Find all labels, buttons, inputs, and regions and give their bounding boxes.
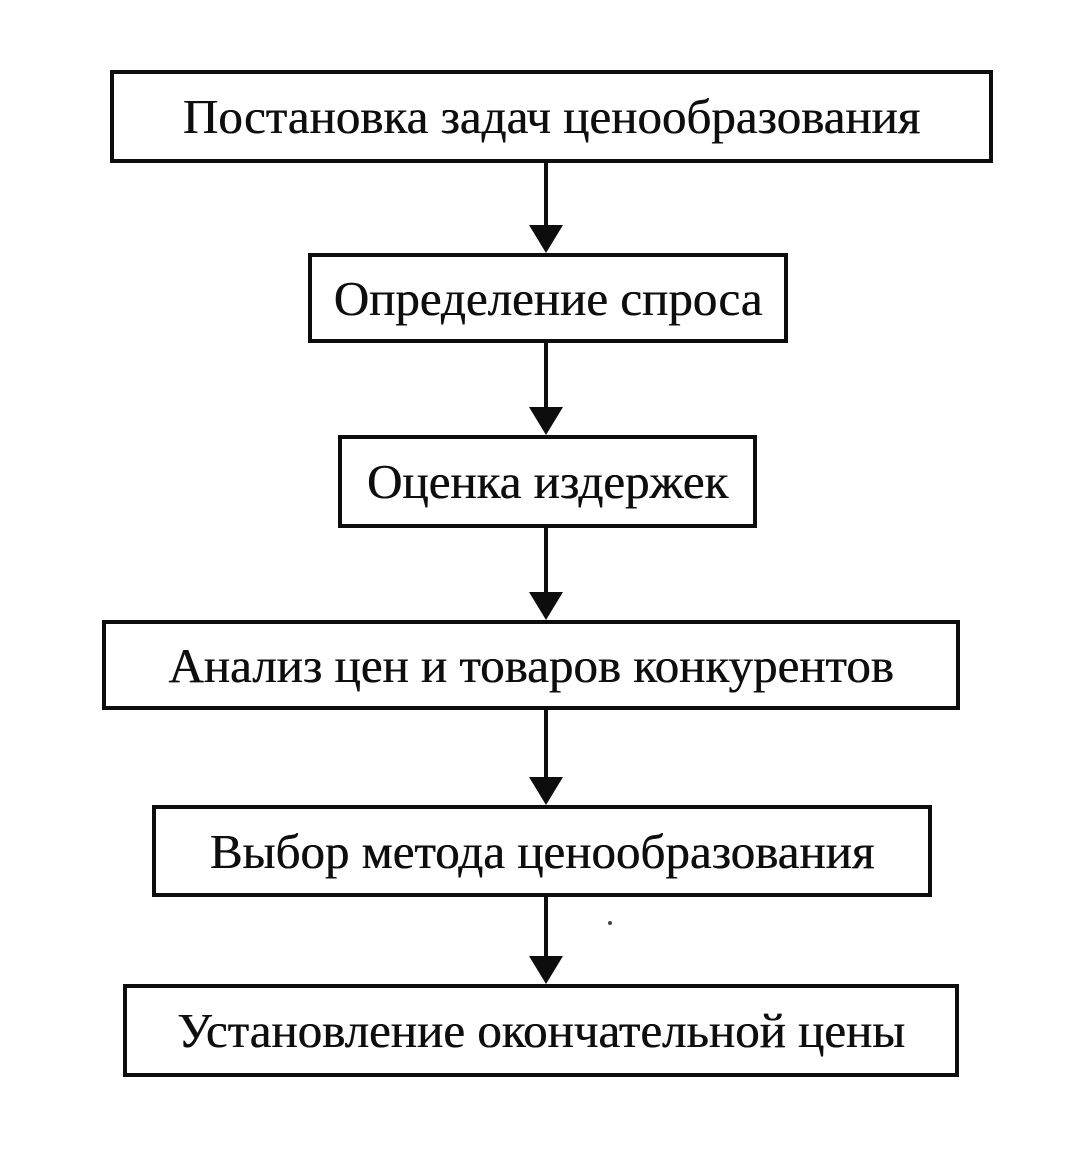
arrow-shaft: [544, 528, 548, 596]
arrow-down-icon: [529, 956, 563, 984]
arrow-shaft: [544, 343, 548, 411]
flow-step-label: Оценка издержек: [366, 454, 729, 509]
flow-step-demand-determination: Определение спроса: [308, 253, 788, 343]
arrow-shaft: [544, 897, 548, 960]
arrow-down-icon: [529, 592, 563, 620]
flow-step-final-price-setting: Установление окончательной цены: [123, 984, 959, 1077]
flow-step-set-pricing-tasks: Постановка задач ценообразования: [110, 70, 993, 163]
flow-step-label: Постановка задач ценообразования: [182, 89, 921, 144]
flow-arrow-3: [528, 528, 564, 620]
flow-arrow-1: [528, 163, 564, 253]
arrow-down-icon: [529, 225, 563, 253]
flow-arrow-4: [528, 710, 564, 805]
flow-step-competitor-analysis: Анализ цен и товаров конкурентов: [102, 620, 960, 710]
flow-step-label: Установление окончательной цены: [176, 1003, 906, 1058]
arrow-shaft: [544, 163, 548, 229]
flow-step-label: Определение спроса: [333, 270, 763, 326]
flow-step-label: Анализ цен и товаров конкурентов: [168, 637, 894, 693]
arrow-shaft: [544, 710, 548, 781]
flow-arrow-5: [528, 897, 564, 984]
arrow-down-icon: [529, 407, 563, 435]
flow-step-pricing-method-choice: Выбор метода ценообразования: [152, 805, 932, 897]
flow-step-cost-estimation: Оценка издержек: [338, 435, 757, 528]
flow-step-label: Выбор метода ценообразования: [209, 823, 875, 879]
arrow-down-icon: [529, 777, 563, 805]
scan-artifact-dot: [608, 921, 612, 925]
flow-arrow-2: [528, 343, 564, 435]
